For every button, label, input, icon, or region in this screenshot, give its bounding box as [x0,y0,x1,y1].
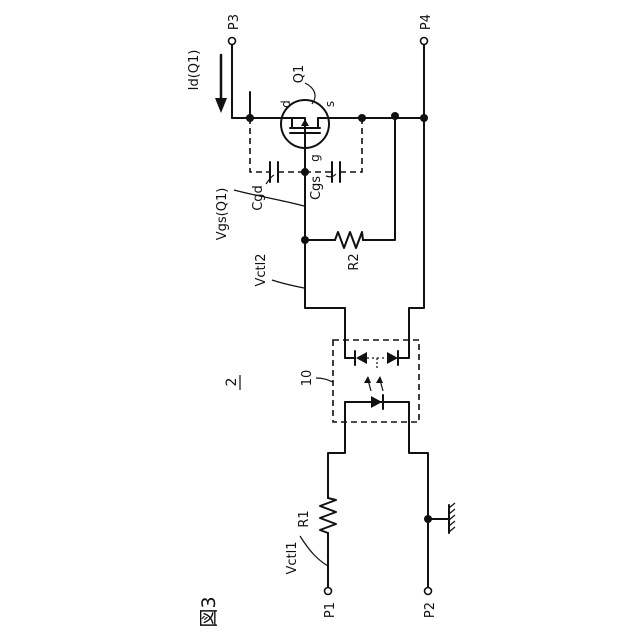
optocoupler-10: 10 [300,340,419,422]
svg-text:Cgd: Cgd [251,185,266,211]
terminal-p2: P2 [423,588,438,619]
input-wiring [328,422,428,587]
id-label: Id(Q1) [187,50,202,91]
mosfet-q1: d s g Q1 [279,65,337,172]
svg-text:Vctl2: Vctl2 [254,253,269,286]
svg-text:R2: R2 [347,253,362,270]
terminal-p1: P1 [323,588,338,619]
resistor-r2: R2 [335,232,363,271]
source-label: s [323,101,337,107]
drain-label: d [279,100,293,108]
svg-text:R1: R1 [297,510,312,527]
q1-label: Q1 [292,65,307,84]
figure-title: 図3 [198,596,220,627]
svg-text:2: 2 [224,378,240,387]
svg-text:Id(Q1): Id(Q1) [187,50,202,91]
svg-text:P2: P2 [423,602,438,618]
optocoupler-label: 10 [300,370,315,387]
figure-number: 2 [224,375,240,390]
svg-text:P1: P1 [323,602,338,618]
svg-text:Cgs: Cgs [309,176,324,200]
terminal-p3: P3 [227,14,242,45]
svg-text:Vgs(Q1): Vgs(Q1) [215,188,230,241]
junction-dots [246,112,428,244]
vctl2-label: Vctl2 [254,253,304,288]
capacitor-cgd: Cgd [250,118,305,211]
current-arrow [215,55,227,113]
gate-label: g [308,154,322,162]
svg-text:P4: P4 [419,14,434,30]
vctl1-label: Vctl1 [285,536,328,575]
svg-text:P3: P3 [227,14,242,30]
vgs-label: Vgs(Q1) [215,188,304,241]
svg-text:Vctl1: Vctl1 [285,541,300,574]
terminal-p4: P4 [419,14,434,45]
resistor-r1: R1 [297,498,336,533]
